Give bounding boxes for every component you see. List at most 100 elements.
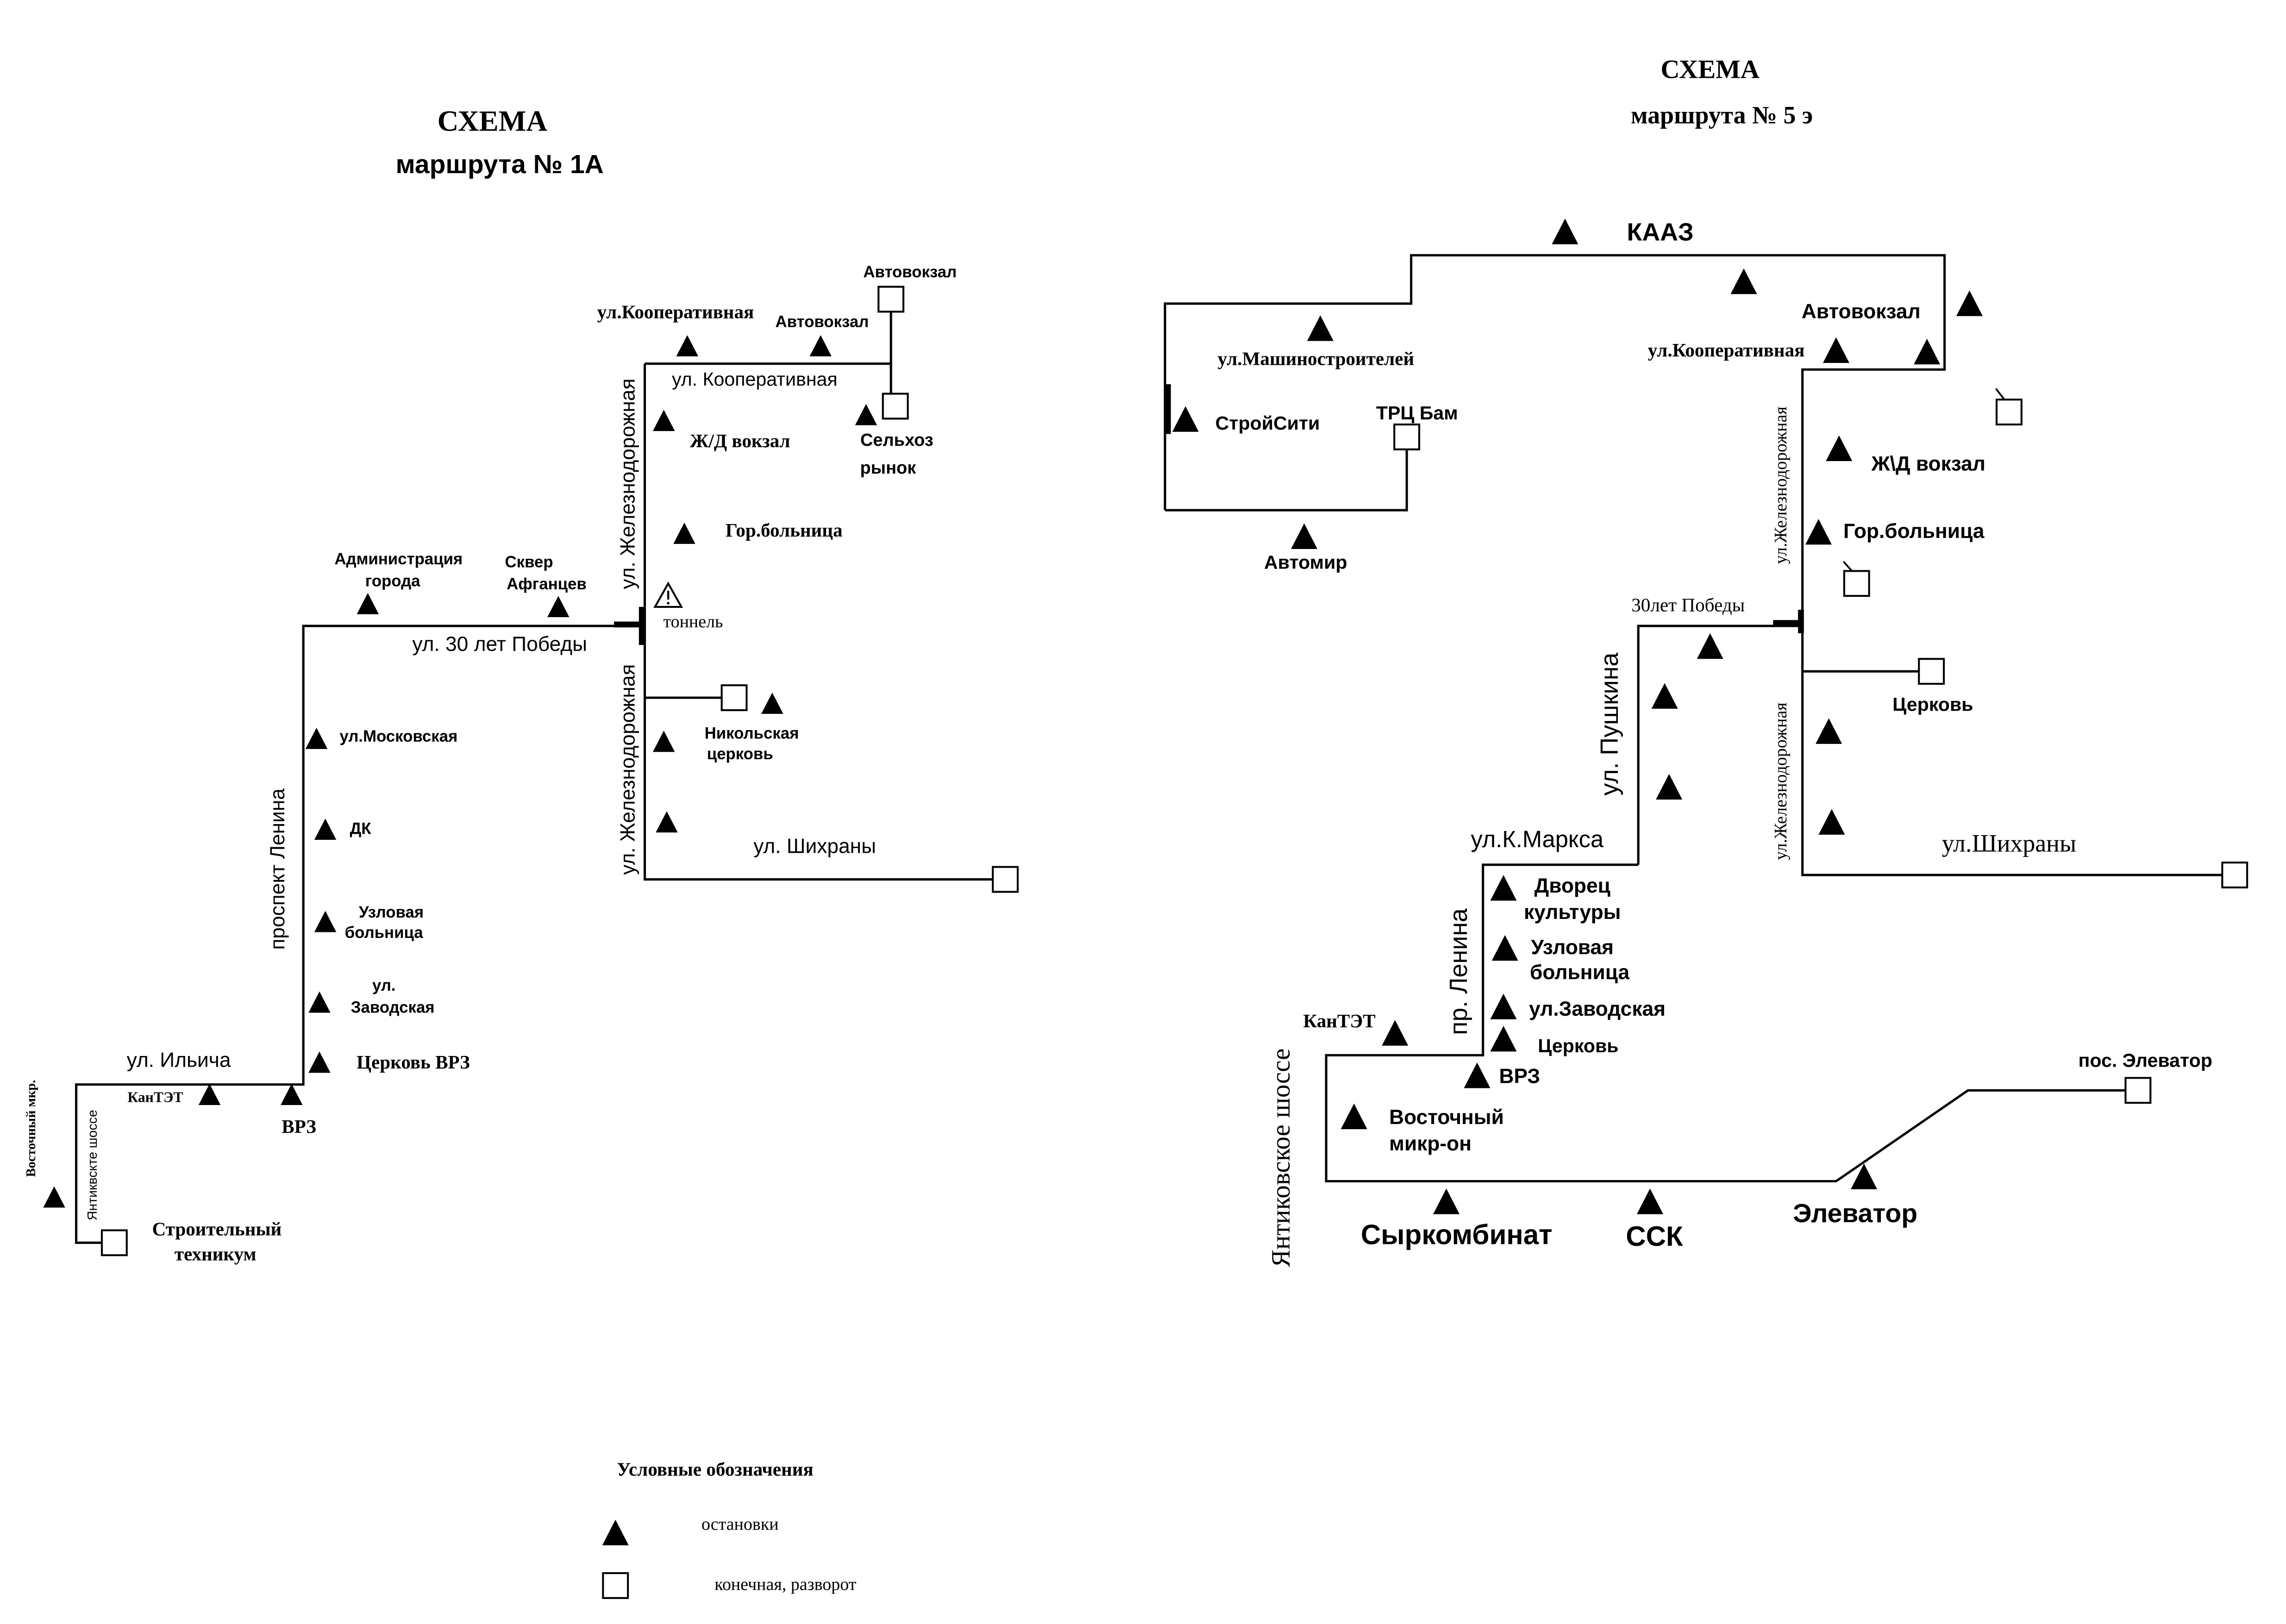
- zheleznodorozhnaya-stop-icon: [1816, 718, 1842, 744]
- selkhoz-stop-icon: [855, 404, 877, 425]
- elevator-stop-label: Элеватор: [1793, 1199, 1917, 1228]
- kaaz-east-stop-icon: [1730, 268, 1757, 294]
- kantet-stop-label: КанТЭТ: [1303, 1010, 1375, 1031]
- route-1a-lenina-ilyicha-line: [75, 625, 640, 1244]
- route-1a-zheleznodorozhnaya-line: [643, 363, 992, 881]
- avtovokzal-stop-label: Автовокзал: [1802, 300, 1921, 323]
- zhd-vokzal-stop-label: Ж/Д вокзал: [690, 430, 790, 451]
- uzlovaya-stop-icon: [1491, 935, 1518, 961]
- vrz-stop-icon: [1464, 1062, 1491, 1088]
- zavodskaya-stop-label-line2: Заводская: [351, 999, 435, 1017]
- yantikovskoe-street-label: Янтиквскте шоссе: [85, 1110, 100, 1220]
- vrz-stop-label: ВРЗ: [1499, 1065, 1540, 1087]
- dk-stop-icon: [314, 818, 337, 840]
- gorbolnitsa-stop-icon: [673, 522, 695, 544]
- skver-stop-label-line2: Афганцев: [507, 575, 587, 593]
- lenina-street-label: пр. Ленина: [1445, 908, 1472, 1035]
- vostochny-stop-label: Восточный: [1389, 1106, 1504, 1129]
- zheleznodorozhnaya-south-stop-icon: [656, 811, 678, 833]
- tunnel-label: тоннель: [664, 612, 723, 631]
- uzlovaya-stop-label: Узловая: [1531, 936, 1614, 959]
- legend-terminal-icon: [603, 1573, 628, 1598]
- zavodskaya-stop-icon: [308, 991, 331, 1013]
- marksa-street-label: ул.К.Маркса: [1471, 826, 1604, 852]
- kooperativnaya-street-label: ул. Кооперативная: [672, 369, 838, 390]
- nikolskaya-stop-icon: [761, 693, 783, 714]
- tserkov-terminal-icon: [1919, 659, 1944, 684]
- zheleznodorozhnaya-north-street-label: ул. Железнодорожная: [616, 379, 639, 589]
- shikhrany-street-label: ул. Шихраны: [753, 835, 876, 858]
- legend: Условные обозначения остановки конечная,…: [602, 1459, 857, 1598]
- dvorets-stop-label: Дворец: [1534, 874, 1610, 897]
- route-1a-tunnel-marker: [614, 606, 645, 645]
- moskovskaya-stop-icon: [305, 728, 328, 749]
- stroysiti-stop-label: СтройСити: [1215, 412, 1320, 434]
- administratsiya-stop-icon: [357, 593, 379, 614]
- kantet-stop-icon: [198, 1084, 221, 1105]
- avtovokzal-east-stop-icon: [1956, 290, 1983, 316]
- kooperativnaya-stop-icon: [1823, 337, 1849, 363]
- route-5e-tunnel-marker: [1773, 610, 1804, 633]
- pobedy-street-label: ул. 30 лет Победы: [412, 633, 587, 656]
- kaaz-stop-label: КААЗ: [1627, 219, 1694, 246]
- mashinostroiteley-stop-label: ул.Машиностроителей: [1218, 348, 1415, 369]
- route-5e-turnaround-ticks: [1842, 388, 2007, 575]
- route-5e-southern-line: [1325, 863, 2125, 1183]
- zheleznodorozhnaya-south-stop-icon: [1818, 809, 1845, 835]
- tserkov-vrz-stop-icon: [308, 1051, 331, 1073]
- route-5e-title: СХЕМА: [1660, 55, 1760, 84]
- avtovokzal-stop-label: Автовокзал: [776, 312, 869, 331]
- administratsiya-stop-label-line2: города: [365, 572, 420, 590]
- pos-elevator-terminal-label: пос. Элеватор: [2079, 1050, 2212, 1071]
- route-1a-title: СХЕМА: [438, 105, 548, 137]
- shikhrany-terminal-icon: [2222, 862, 2247, 887]
- route-1a-kooperativnaya-line: [645, 312, 892, 393]
- tekhnikum-terminal-label-line2: техникум: [175, 1243, 257, 1264]
- kaaz-stop-icon: [1552, 219, 1578, 244]
- pushkina-north-stop-icon: [1651, 683, 1678, 709]
- zhd-vokzal-stop-label: Ж\Д вокзал: [1871, 453, 1985, 475]
- stroysiti-stop-icon: [1172, 406, 1199, 432]
- avtovokzal-stop-icon: [809, 335, 832, 356]
- pos-elevator-terminal-icon: [2125, 1078, 2150, 1103]
- trc-bam-terminal-label: ТРЦ Бам: [1376, 402, 1458, 424]
- tekhnikum-terminal-icon: [102, 1230, 127, 1255]
- ssk-stop-icon: [1637, 1188, 1663, 1214]
- legend-stop-label: остановки: [701, 1515, 779, 1534]
- route-5e-pushkina-pobedy-line: [1637, 625, 1803, 865]
- nikolskaya-stop-label: Никольская: [705, 725, 799, 743]
- zhd-vokzal-stop-icon: [652, 410, 675, 431]
- vrz-stop-label: ВРЗ: [282, 1116, 316, 1137]
- vostochny-stop-label-line2: микр-он: [1389, 1132, 1472, 1155]
- legend-terminal-label: конечная, разворот: [714, 1574, 856, 1594]
- kooperativnaya-stop-label: ул.Кооперативная: [597, 301, 754, 322]
- zheleznodorozhnaya-stop-icon: [652, 731, 675, 752]
- kooperativnaya-stop-icon: [676, 335, 699, 356]
- tserkov-vrz-stop-label: Церковь ВРЗ: [357, 1051, 470, 1073]
- nikolskaya-terminal-icon: [722, 685, 747, 710]
- nikolskaya-stop-label-line2: церковь: [707, 745, 773, 763]
- tserkov-terminal-label: Церковь: [1892, 694, 1973, 715]
- administratsiya-stop-label: Администрация: [334, 550, 463, 568]
- kantet-stop-label: КанТЭТ: [127, 1089, 183, 1106]
- vostochny-stop-icon: [43, 1186, 65, 1208]
- uzlovaya-stop-label-line2: больница: [1530, 961, 1629, 984]
- skver-stop-label: Сквер: [505, 553, 553, 571]
- pobedy-stop-icon: [1697, 633, 1723, 659]
- zavodskaya-stop-label: ул.: [372, 976, 396, 994]
- vrz-stop-icon: [281, 1084, 303, 1105]
- ilyicha-street-label: ул. Ильича: [127, 1049, 231, 1072]
- tekhnikum-terminal-label: Строительный: [152, 1218, 282, 1240]
- vostochny-stop-label: Восточный мкр.: [24, 1080, 38, 1177]
- selkhoz-rynok-terminal-icon: [883, 394, 908, 418]
- legend-title: Условные обозначения: [617, 1459, 814, 1480]
- avtovokzal-terminal-label: Автовокзал: [863, 263, 957, 281]
- uzlovaya-stop-label-line2: больница: [345, 924, 424, 942]
- yantikovskoe-street-label: Янтиковское шоссе: [1266, 1049, 1296, 1268]
- avtovokzal-terminal-icon: [1997, 400, 2022, 425]
- dvorets-stop-label-line2: культуры: [1524, 901, 1621, 924]
- trc-bam-terminal-icon: [1394, 425, 1419, 450]
- vostochny-stop-icon: [1340, 1103, 1367, 1130]
- syrkombinat-stop-icon: [1433, 1188, 1460, 1214]
